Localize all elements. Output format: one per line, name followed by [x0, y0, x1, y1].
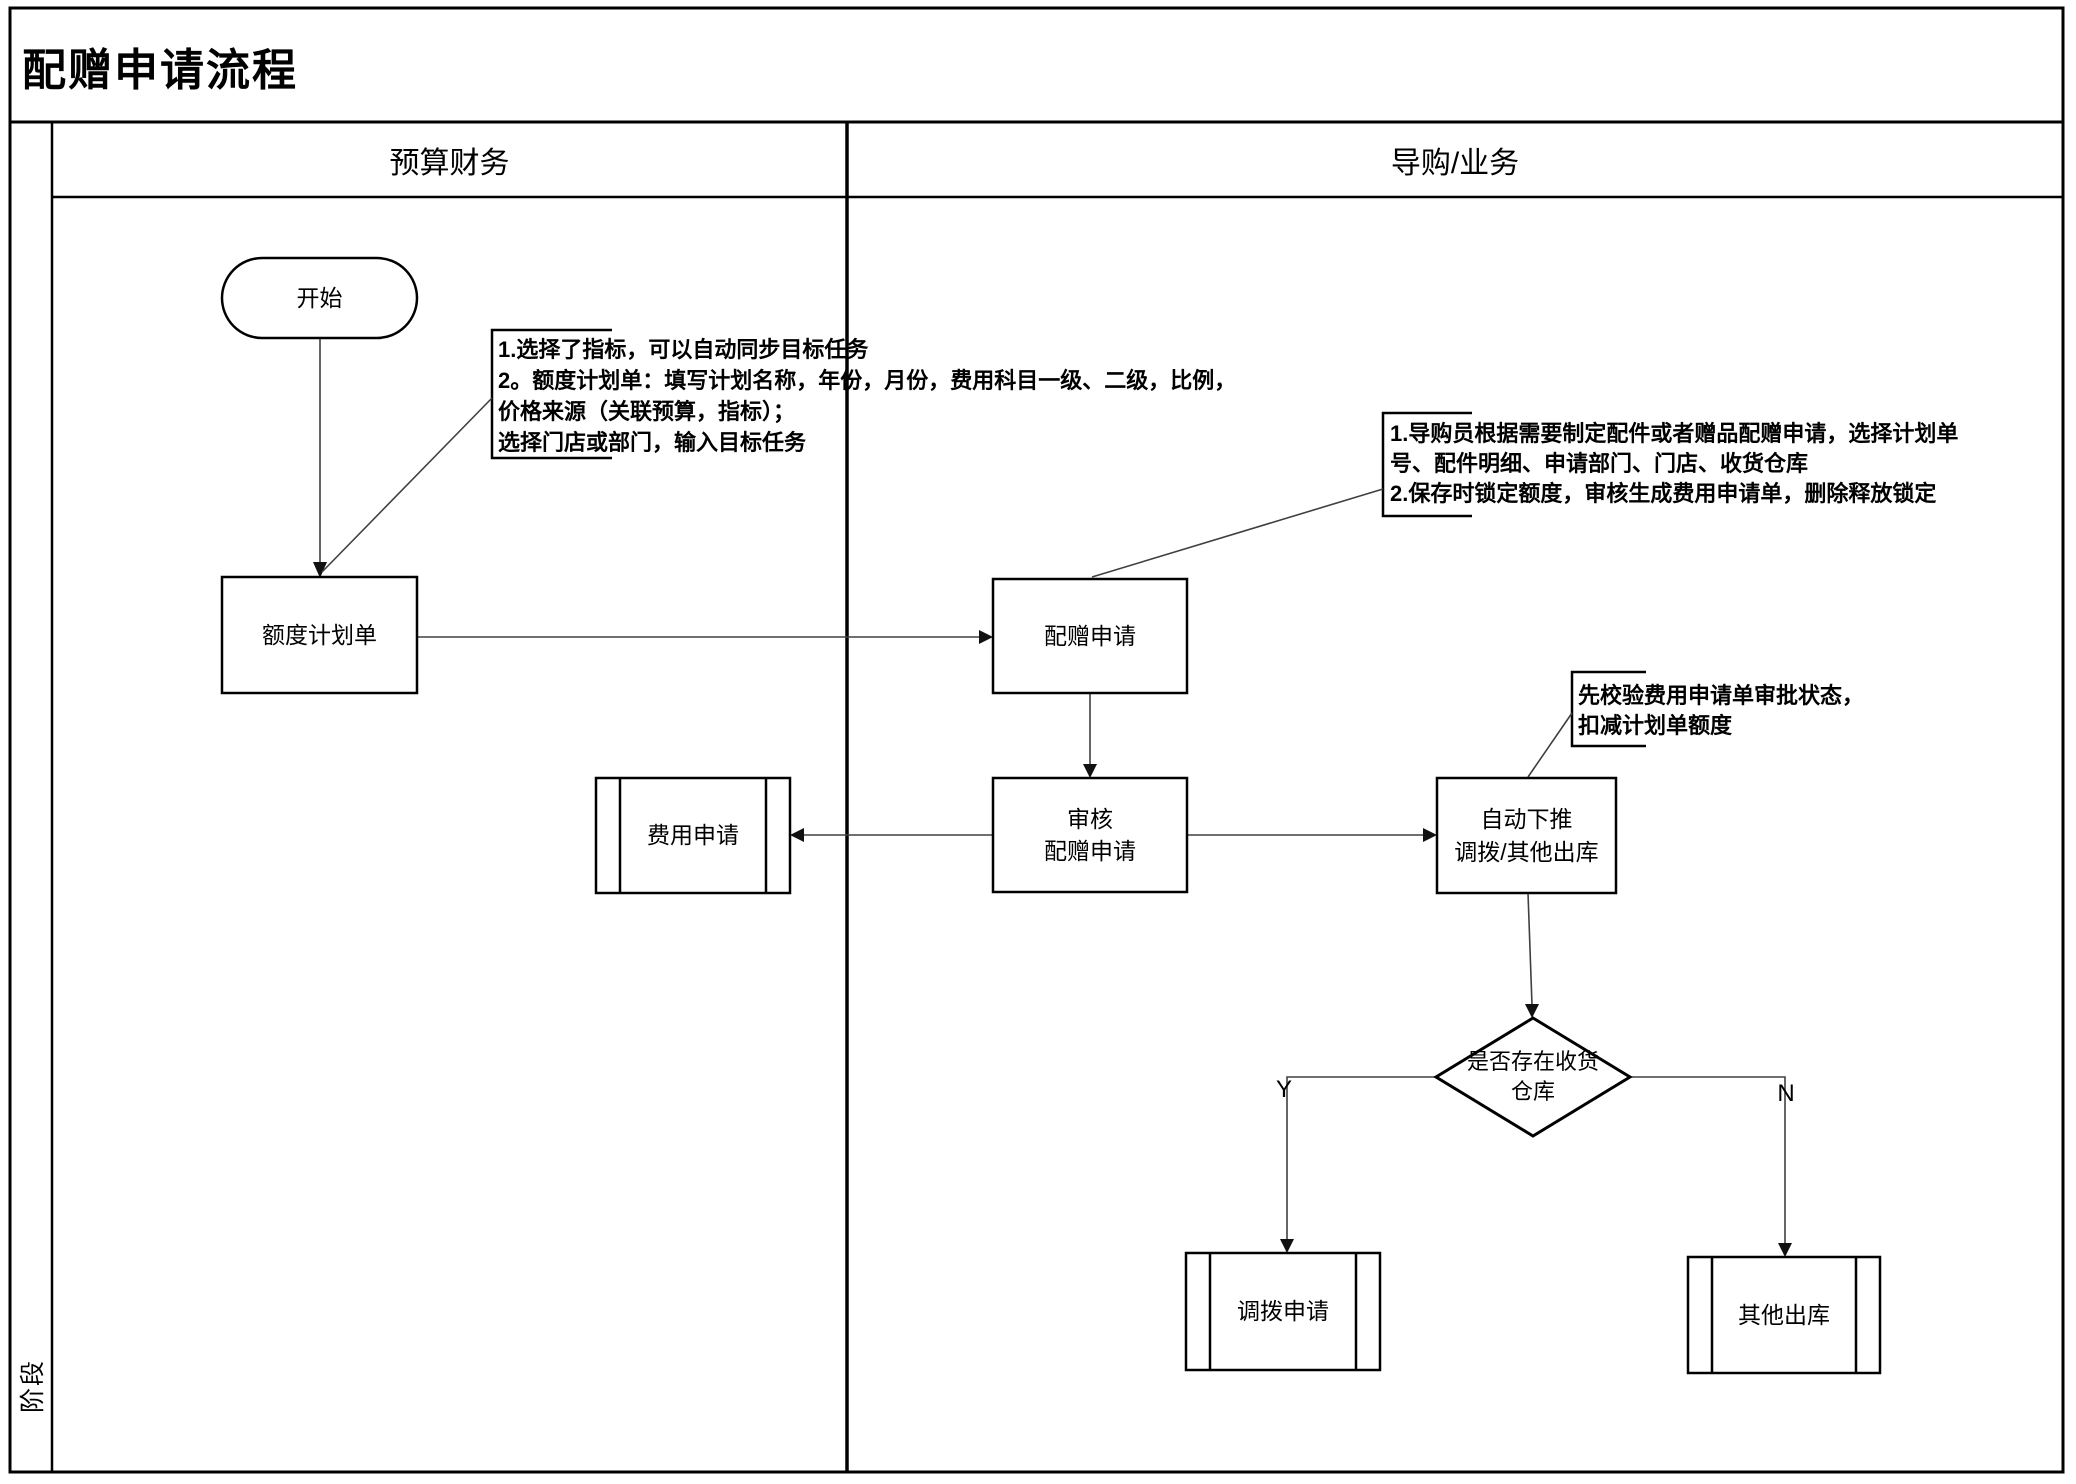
expense-request-subprocess-shape	[594, 776, 792, 895]
arrowhead-decision-no	[1778, 1243, 1792, 1257]
page-border	[8, 6, 2065, 1474]
arrowhead-start-to-quota	[313, 562, 327, 578]
review-node-label: 审核 配赠申请	[1044, 805, 1136, 864]
connector-decision-yes	[1286, 1076, 1436, 1240]
phase-label: 阶段	[19, 1359, 47, 1414]
expense-request-node-label: 费用申请	[647, 822, 739, 849]
connector-decision-no	[1630, 1076, 1786, 1244]
other-outbound-subprocess-shape	[1686, 1255, 1882, 1375]
annotation-leader-check-note	[1527, 712, 1573, 778]
annotation-leader-quota-note	[321, 397, 493, 573]
arrowhead-autopush-to-decision	[1525, 1004, 1539, 1018]
start-node-label: 开始	[296, 284, 343, 311]
gift-note-text: 1.导购员根据需要制定配件或者赠品配赠申请，选择计划单 号、配件明细、申请部门、…	[1390, 421, 1959, 506]
annotation-leader-gift-note	[1091, 488, 1384, 578]
quota-note-text: 1.选择了指标，可以自动同步目标任务 2。额度计划单：填写计划名称，年份，月份，…	[498, 337, 1237, 455]
arrowhead-review-to-expense	[790, 828, 804, 842]
lane-header-guide-business: 导购/业务	[1390, 146, 1520, 180]
annotation-bracket-quota-note	[490, 328, 612, 460]
auto-push-process-shape	[1435, 776, 1618, 895]
gift-request-process-shape	[991, 577, 1189, 695]
arrowhead-quota-to-gift	[979, 630, 993, 644]
review-process-shape	[991, 776, 1189, 894]
annotation-bracket-gift-note	[1381, 411, 1472, 518]
other-outbound-node-label: 其他出库	[1738, 1301, 1830, 1328]
transfer-request-subprocess-shape	[1184, 1251, 1382, 1372]
gift-request-node-label: 配赠申请	[1044, 622, 1136, 649]
auto-push-node-label: 自动下推 调拨/其他出库	[1454, 806, 1599, 865]
decision-no-label: N	[1777, 1080, 1795, 1107]
arrowhead-review-to-autopush	[1423, 828, 1437, 842]
arrowhead-decision-yes	[1280, 1239, 1294, 1253]
annotation-bracket-check-note	[1570, 670, 1646, 748]
transfer-request-node-label: 调拨申请	[1237, 1298, 1329, 1325]
decision-yes-label: Y	[1275, 1076, 1292, 1103]
check-note-text: 先校验费用申请单审批状态， 扣减计划单额度	[1578, 683, 1865, 738]
connector-autopush-to-decision	[1527, 892, 1533, 1006]
decision-diamond-shape	[1433, 1016, 1633, 1138]
start-terminator-shape	[220, 256, 419, 340]
page-title: 配赠申请流程	[22, 46, 298, 95]
lane-header-budget-finance: 预算财务	[389, 146, 510, 180]
quota-plan-process-shape	[220, 575, 419, 695]
arrowhead-gift-to-review	[1083, 764, 1097, 778]
quota-plan-node-label: 额度计划单	[262, 621, 377, 648]
decision-node-label: 是否存在收货 仓库	[1466, 1049, 1599, 1104]
